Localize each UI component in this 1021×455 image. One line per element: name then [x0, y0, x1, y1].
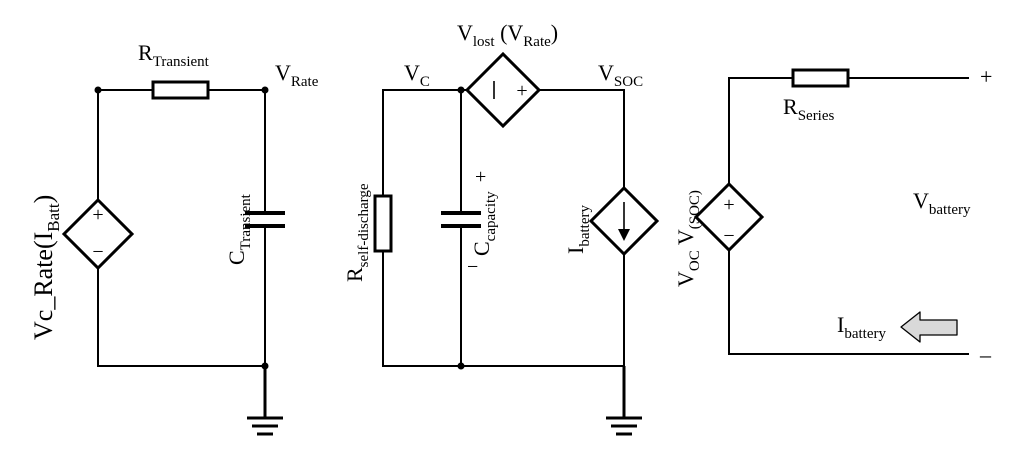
- voc-label: VOC V(SOC): [673, 190, 703, 287]
- r-self-discharge-label: Rself-discharge: [342, 183, 372, 282]
- r-series-label: RSeries: [783, 94, 835, 124]
- c-transient-label: CTransient: [224, 193, 254, 265]
- r-transient-label: RTransient: [138, 40, 210, 70]
- negative-terminal: –: [979, 342, 992, 367]
- i-battery-arrow-label: Ibattery: [837, 312, 886, 342]
- transient-circuit: + − RTransient VRate Vc_Rate(IBatt) CTra…: [29, 40, 319, 436]
- positive-terminal: +: [980, 64, 992, 89]
- arrow-down-icon: [618, 202, 630, 241]
- plus-sign: +: [516, 80, 527, 102]
- i-battery-source-label: Ibattery: [563, 205, 593, 254]
- terminal-circuit: + − + – RSeries VOC V(SOC) Vbattery Ibat…: [673, 64, 992, 367]
- vc-rate-label: Vc_Rate(IBatt): [29, 195, 63, 340]
- plus-sign: +: [92, 204, 103, 226]
- plus-sign: +: [475, 166, 486, 188]
- vc-rate-dependent-voltage-source: [61, 197, 135, 271]
- r-series-resistor: [791, 68, 850, 88]
- minus-sign: −: [723, 225, 734, 247]
- arrow-left-icon: [900, 311, 958, 343]
- v-c-label: VC: [404, 60, 430, 90]
- ground-icon: [606, 366, 642, 436]
- v-battery-label: Vbattery: [913, 188, 971, 218]
- r-self-discharge-resistor: [373, 194, 393, 253]
- v-rate-label: VRate: [275, 60, 319, 90]
- capacity-circuit: + + − Vlost (VRate): [342, 20, 660, 436]
- minus-sign: −: [467, 256, 478, 278]
- v-lost-dependent-voltage-source: [464, 51, 542, 129]
- junction-dot: [457, 362, 465, 370]
- plus-sign: +: [723, 194, 734, 216]
- ground-icon: [247, 366, 283, 436]
- minus-sign: −: [92, 241, 103, 263]
- c-capacity-label: Ccapacity: [469, 191, 499, 256]
- v-lost-label: Vlost (VRate): [457, 20, 558, 50]
- v-soc-label: VSOC: [598, 60, 643, 90]
- r-transient-resistor: [151, 80, 210, 100]
